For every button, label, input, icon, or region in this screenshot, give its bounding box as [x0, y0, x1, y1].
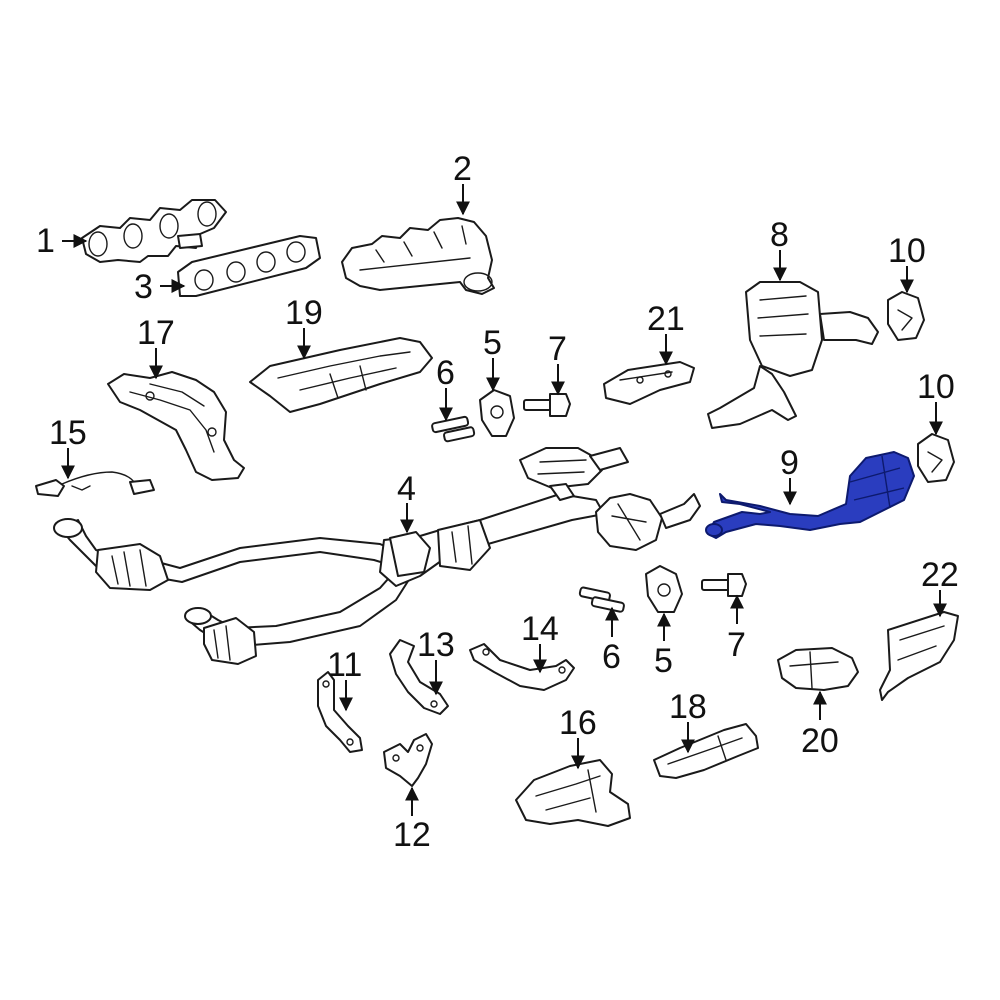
callout-4: 4	[397, 470, 416, 508]
part-12-bracket[interactable]	[383, 733, 433, 787]
callout-6-lower: 6	[602, 638, 621, 676]
part-7-bolt-upper[interactable]	[523, 393, 571, 417]
part-7-bolt-lower[interactable]	[701, 573, 747, 597]
callout-18: 18	[669, 688, 707, 726]
callout-2: 2	[453, 150, 472, 188]
part-20-mount[interactable]	[777, 647, 859, 691]
part-6-studs-lower[interactable]	[578, 586, 625, 613]
part-10-hanger-lower[interactable]	[917, 433, 955, 483]
part-5-hanger-upper[interactable]	[479, 389, 515, 437]
callout-9: 9	[780, 444, 799, 482]
part-19-heat-shield[interactable]	[249, 337, 433, 413]
callout-5-upper: 5	[483, 324, 502, 362]
part-22-heat-shield[interactable]	[879, 611, 959, 701]
part-9-muffler-highlighted[interactable]	[705, 451, 915, 539]
callout-14: 14	[521, 610, 559, 648]
part-16-heat-shield[interactable]	[515, 759, 631, 827]
part-14-bracket-strap[interactable]	[469, 643, 575, 691]
callout-22: 22	[921, 556, 959, 594]
part-1-manifold-gasket[interactable]	[81, 199, 227, 263]
callout-11: 11	[327, 646, 362, 684]
leader-lines	[61, 184, 947, 816]
callout-15: 15	[49, 414, 87, 452]
callout-17: 17	[137, 314, 175, 352]
part-2-exhaust-manifold[interactable]	[341, 217, 495, 295]
part-11-bracket[interactable]	[317, 671, 363, 753]
callout-19: 19	[285, 294, 323, 332]
callout-16: 16	[559, 704, 597, 742]
part-13-bracket[interactable]	[389, 639, 449, 715]
part-6-studs-upper[interactable]	[431, 415, 476, 443]
part-15-oxygen-sensor[interactable]	[35, 471, 155, 497]
part-5-hanger-lower[interactable]	[645, 565, 683, 613]
part-21-bracket[interactable]	[603, 361, 695, 405]
part-18-heat-shield[interactable]	[653, 723, 759, 779]
part-4-exhaust-pipe-assembly[interactable]	[53, 447, 701, 665]
part-17-heat-shield[interactable]	[107, 371, 245, 481]
callout-3: 3	[134, 268, 153, 306]
callout-10-upper: 10	[888, 232, 926, 270]
part-10-hanger-upper[interactable]	[887, 291, 925, 341]
callout-7-upper: 7	[548, 330, 567, 368]
callout-7-lower: 7	[727, 626, 746, 664]
callout-13: 13	[417, 626, 455, 664]
callout-5-lower: 5	[654, 642, 673, 680]
callout-labels: 1 2 3 4 5 5 6 6 7 7 8 9 10 10 11 12 13 1…	[36, 150, 959, 854]
callout-21: 21	[647, 300, 685, 338]
callout-8: 8	[770, 216, 789, 254]
callout-1: 1	[36, 222, 55, 260]
callout-12: 12	[393, 816, 431, 854]
callout-20: 20	[801, 722, 839, 760]
part-8-rear-muffler[interactable]	[707, 281, 879, 429]
part-3-manifold-gasket[interactable]	[177, 235, 321, 297]
callout-10-lower: 10	[917, 368, 955, 406]
callout-6-upper: 6	[436, 354, 455, 392]
